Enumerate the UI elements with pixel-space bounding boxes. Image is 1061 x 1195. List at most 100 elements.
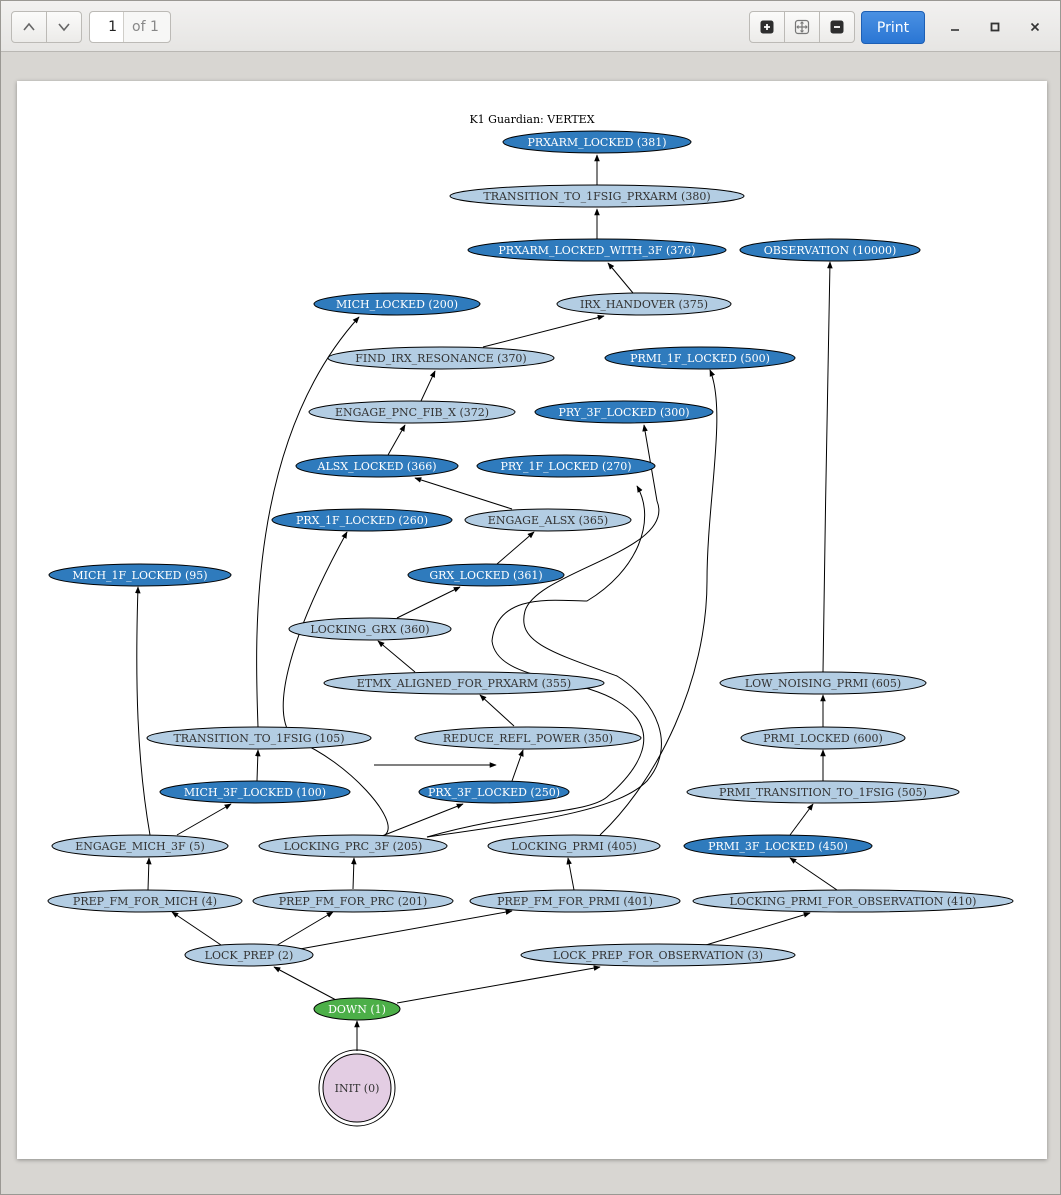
graph-edge [377,640,416,673]
graph-node-low-noising: LOW_NOISING_PRMI (605) [719,671,927,695]
graph-node-label: ENGAGE_PNC_FIB_X (372) [335,406,489,419]
zoom-out-icon [830,20,844,34]
graph-edge [176,803,232,836]
graph-node-locking-prc-3f: LOCKING_PRC_3F (205) [258,834,448,858]
graph-edge [299,909,513,950]
graph-node-label: DOWN (1) [328,1003,386,1016]
graph-node-prep-fm-mich: PREP_FM_FOR_MICH (4) [47,889,243,913]
graph-node-locking-prmi: LOCKING_PRMI (405) [487,834,661,858]
graph-node-label: INIT (0) [335,1082,380,1095]
graph-edge [420,370,436,402]
graph-node-label: IRX_HANDOVER (375) [580,298,708,311]
graph-node-prmi-1f-locked: PRMI_1F_LOCKED (500) [604,346,796,370]
graph-edge [822,261,833,673]
minimize-button[interactable] [942,14,968,40]
toolbar: 1 of 1 Print [1,1,1060,52]
graph-edge [482,314,605,348]
graph-node-label: PREP_FM_FOR_MICH (4) [73,895,217,908]
close-button[interactable] [1022,14,1048,40]
document-page: K1 Guardian: VERTEX PRXARM_LOCKED (381) T… [17,81,1047,1159]
graph-node-observation: OBSERVATION (10000) [739,238,921,262]
graph-node-prxarm-locked: PRXARM_LOCKED (381) [502,130,692,154]
chevron-up-icon [23,22,35,31]
graph-node-label: PREP_FM_FOR_PRMI (401) [497,895,653,908]
previous-page-button[interactable] [11,11,47,43]
graph-node-lock-prep-obs: LOCK_PREP_FOR_OBSERVATION (3) [520,943,796,967]
page-total-label: of 1 [132,19,159,35]
graph-node-label: MICH_3F_LOCKED (100) [184,786,326,799]
graph-node-reduce-refl: REDUCE_REFL_POWER (350) [414,726,642,750]
graph-title: K1 Guardian: VERTEX [469,113,594,126]
close-icon [1030,22,1040,32]
graph-edge [599,369,718,836]
graph-node-locking-prmi-obs: LOCKING_PRMI_FOR_OBSERVATION (410) [692,889,1014,913]
next-page-button[interactable] [46,11,82,43]
graph-node-label: LOCK_PREP_FOR_OBSERVATION (3) [553,949,763,962]
graph-node-label: PRY_3F_LOCKED (300) [558,406,689,419]
graph-edge [789,803,814,836]
graph-node-prmi-transition: PRMI_TRANSITION_TO_1FSIG (505) [686,780,960,804]
page-number-input[interactable]: 1 [90,12,124,42]
graph-node-label: PRMI_TRANSITION_TO_1FSIG (505) [719,786,927,799]
graph-node-engage-alsx: ENGAGE_ALSX (365) [464,508,632,532]
chevron-down-icon [58,23,70,32]
graph-edge [511,749,524,782]
graph-edge [414,477,513,510]
graph-edge [607,262,634,294]
graph-node-label: ENGAGE_MICH_3F (5) [75,840,205,853]
graph-edge [146,857,152,891]
graph-node-prxarm-locked-3f: PRXARM_LOCKED_WITH_3F (376) [467,238,727,262]
graph-node-label: LOCK_PREP (2) [205,949,294,962]
graph-node-label: GRX_LOCKED (361) [429,569,542,582]
graph-node-engage-mich-3f: ENGAGE_MICH_3F (5) [51,834,229,858]
graph-node-label: ALSX_LOCKED (366) [317,460,437,473]
zoom-in-button[interactable] [749,11,785,43]
graph-node-pry-1f-locked: PRY_1F_LOCKED (270) [476,454,656,478]
graph-node-label: ENGAGE_ALSX (365) [488,514,608,527]
zoom-out-button[interactable] [819,11,855,43]
document-viewport[interactable]: K1 Guardian: VERTEX PRXARM_LOCKED (381) T… [6,53,1058,1165]
graph-node-mich-locked: MICH_LOCKED (200) [313,292,481,316]
print-button[interactable]: Print [861,11,925,44]
graph-node-etmx-aligned: ETMX_ALIGNED_FOR_PRXARM (355) [323,671,605,695]
graph-node-mich-3f-locked: MICH_3F_LOCKED (100) [159,780,351,804]
bottom-bar [1,1167,1060,1194]
graph-edge [254,749,261,782]
graph-node-label: TRANSITION_TO_1FSIG (105) [173,732,344,745]
graph-node-prx-1f-locked: PRX_1F_LOCKED (260) [271,508,453,532]
graph-edge [789,857,838,891]
minimize-icon [951,29,959,31]
graph-node-label: LOCKING_PRMI_FOR_OBSERVATION (410) [730,895,977,908]
graph-node-init: INIT (0) [318,1049,396,1127]
graph-node-label: PRXARM_LOCKED_WITH_3F (376) [498,244,695,257]
maximize-button[interactable] [982,14,1008,40]
page-selector: 1 of 1 [89,11,171,43]
graph-node-alsx-locked: ALSX_LOCKED (366) [295,454,459,478]
graph-node-label: FIND_IRX_RESONANCE (370) [355,352,526,365]
graph-node-label: PRX_3F_LOCKED (250) [428,786,560,799]
graph-node-label: PRXARM_LOCKED (381) [528,136,667,149]
graph-node-locking-grx: LOCKING_GRX (360) [288,617,452,641]
graph-node-label: REDUCE_REFL_POWER (350) [443,732,613,745]
zoom-fit-button[interactable] [784,11,820,43]
zoom-in-icon [760,20,774,34]
graph-edge [396,586,461,619]
graph-node-engage-pnc: ENGAGE_PNC_FIB_X (372) [308,400,516,424]
graph-edge [496,531,535,565]
graph-node-label: LOCKING_PRC_3F (205) [284,840,423,853]
graph-node-label: PRMI_3F_LOCKED (450) [708,840,848,853]
graph-node-label: MICH_LOCKED (200) [336,298,458,311]
graph-edge [566,857,575,891]
graph-edge [705,912,811,946]
graph-edge [396,965,601,1004]
graph-edge [135,586,151,836]
graph-node-prmi-3f-locked: PRMI_3F_LOCKED (450) [683,834,873,858]
graph-node-transition-1fsig-prxarm: TRANSITION_TO_1FSIG_PRXARM (380) [449,184,745,208]
graph-node-down: DOWN (1) [313,997,401,1021]
graph-node-label: PRMI_LOCKED (600) [763,732,883,745]
graph-node-mich-1f-locked: MICH_1F_LOCKED (95) [48,563,232,587]
graph-node-label: OBSERVATION (10000) [764,244,897,257]
graph-node-label: PRX_1F_LOCKED (260) [296,514,428,527]
graph-node-label: PRY_1F_LOCKED (270) [500,460,631,473]
